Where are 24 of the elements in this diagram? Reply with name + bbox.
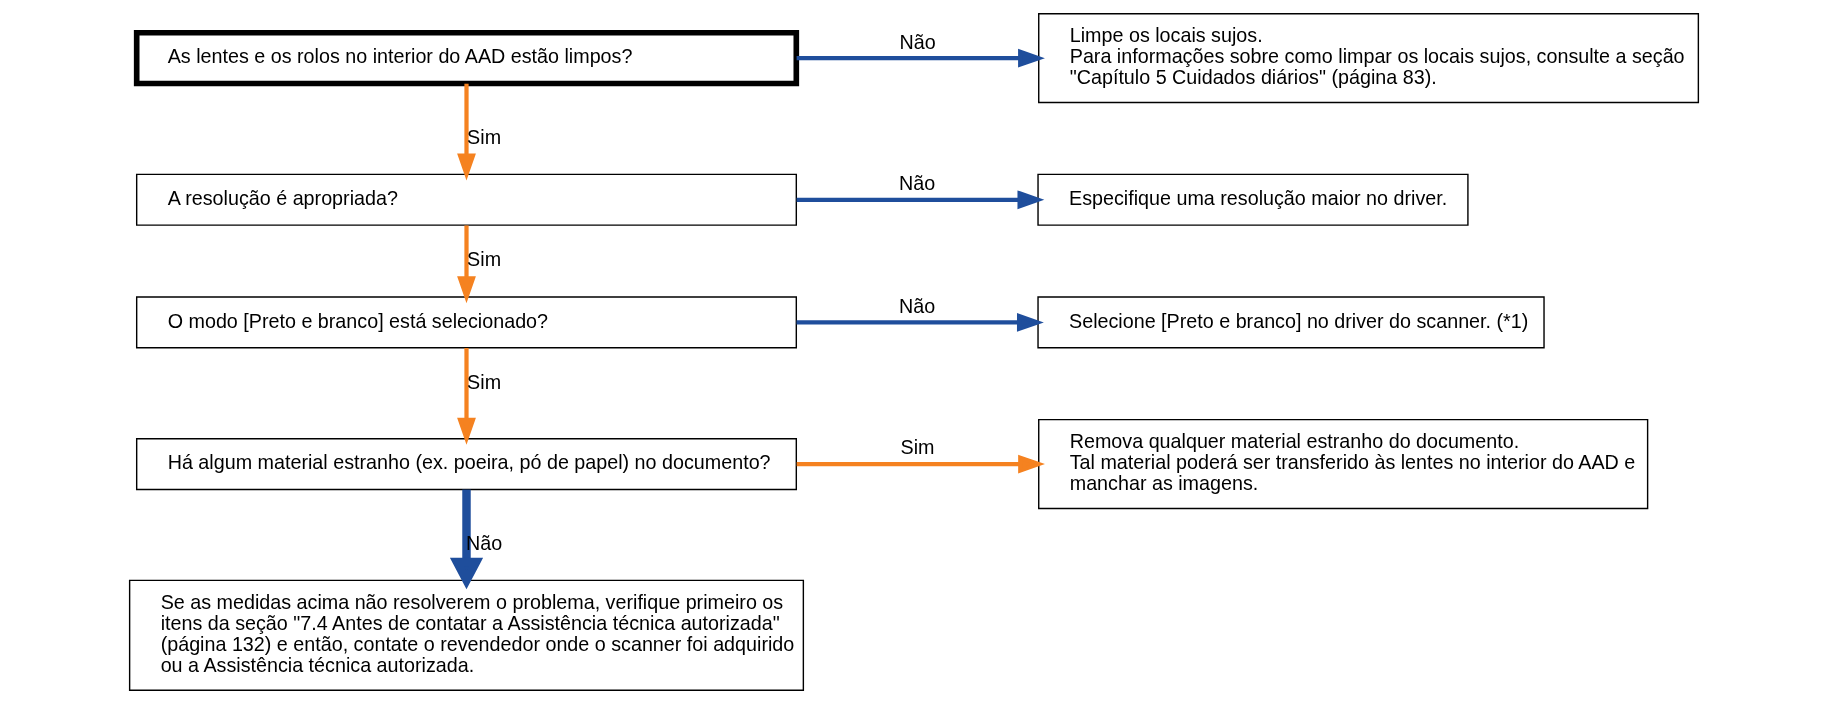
- arrow: [796, 48, 1045, 68]
- node-box: Há algum material estranho (ex. poeira, pó de papel) no documento?: [135, 437, 797, 491]
- node-box: Se as medidas acima não resolverem o problema, verifique primeiro os itens da seção "7.4 Antes de contatar a Assistência técnica autorizada" (página 132) e então, contate o revendedor onde o scanner foi adquirido ou a Assistência técnica autorizada.: [128, 579, 804, 691]
- arrow: [796, 454, 1045, 474]
- edge-label: Sim: [466, 248, 501, 271]
- node-box: Selecione [Preto e branco] no driver do scanner. (*1): [1036, 296, 1545, 349]
- arrow: [796, 190, 1044, 210]
- edge-label: Sim: [466, 125, 501, 148]
- arrow: [449, 489, 483, 590]
- edge-label: Não: [898, 30, 936, 53]
- edge-label: Não: [898, 294, 935, 317]
- node-box: Especifique uma resolução maior no driver.: [1036, 173, 1469, 226]
- arrow: [456, 225, 476, 304]
- edge-label: Não: [898, 172, 935, 195]
- edge-label: Sim: [466, 370, 501, 393]
- node-box: Limpe os locais sujos. Para informações sobre como limpar os locais sujos, consulte a seção "Capítulo 5 Cuidados diários" (página 83).: [1037, 13, 1699, 104]
- node-box: As lentes e os rolos no interior do AAD estão limpos?: [133, 29, 799, 87]
- node-box: O modo [Preto e branco] está selecionado?: [135, 296, 797, 349]
- node-box: Remova qualquer material estranho do documento. Tal material poderá ser transferido às lentes no interior do AAD e manchar as imagens.: [1037, 418, 1648, 510]
- arrow: [456, 348, 476, 445]
- arrow: [796, 313, 1044, 332]
- node-box: A resolução é apropriada?: [135, 173, 797, 226]
- arrow: [456, 83, 476, 181]
- edge-label: Sim: [900, 436, 935, 459]
